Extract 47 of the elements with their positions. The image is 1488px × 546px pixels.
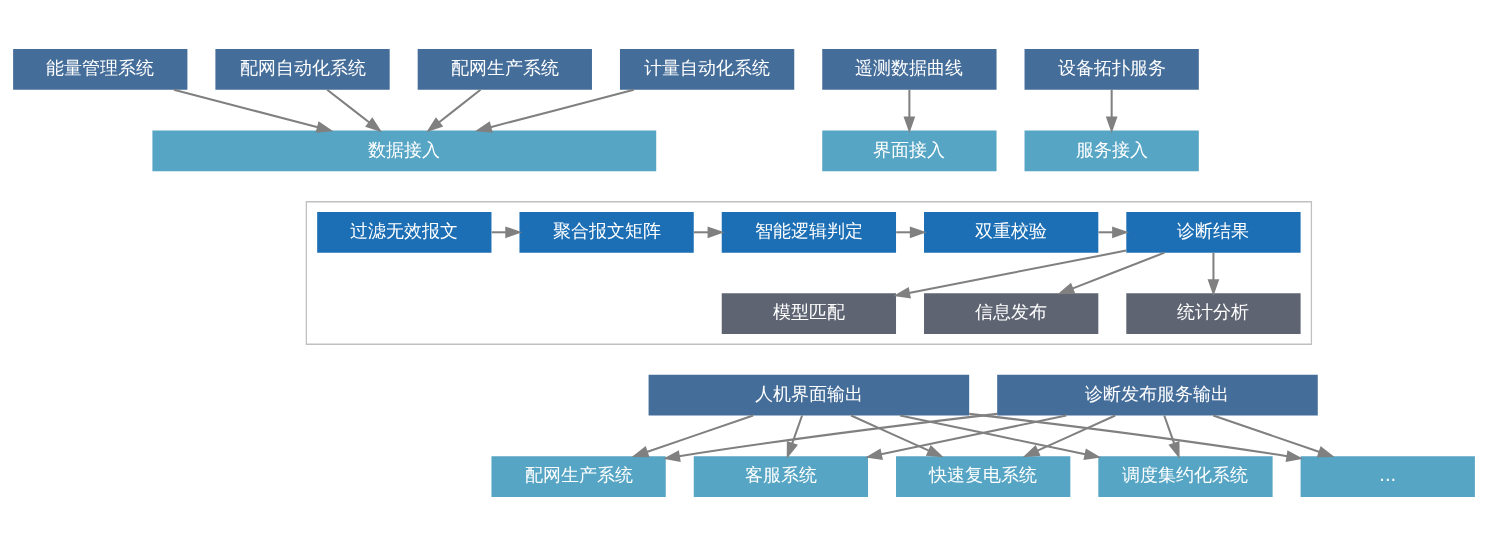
node-box: 过滤无效报文 [317,211,492,253]
node-box: 配网自动化系统 [215,49,390,90]
node-box: 设备拓扑服务 [1024,49,1199,90]
arrow [1212,414,1335,458]
arrow [899,414,1102,460]
arrow [693,226,725,239]
arrow [1207,252,1220,297]
arrow [173,88,334,133]
node-box: 聚合报文矩阵 [519,211,694,253]
arrow [475,88,635,133]
node-box: 配网生产系统 [417,49,592,90]
node-box: 模型匹配 [721,293,897,335]
node-box: 数据接入 [152,130,657,172]
node-box: 能量管理系统 [13,49,188,90]
arrow [1098,226,1129,239]
arrow [903,89,916,134]
arrow [850,414,944,458]
node-box: 客服系统 [693,456,869,497]
arrow [865,414,1067,460]
node-box: 服务接入 [1024,130,1199,172]
cluster [305,201,1313,345]
node-box: 统计分析 [1126,293,1301,335]
node-box: 计量自动化系统 [619,49,795,90]
arrow [426,89,482,133]
arrow [326,89,382,133]
node-box: 快速复电系统 [896,456,1071,497]
arrow [969,412,1304,462]
arrow [1057,251,1165,295]
arrow [1163,415,1180,459]
arrow [663,412,998,462]
node-box: 人机界面输出 [648,374,970,416]
node-box: 配网生产系统 [491,456,666,497]
node-box: 遥测数据曲线 [822,49,997,90]
arrow [1022,414,1116,458]
arrow [786,415,804,459]
arrow [893,249,1127,299]
node-box: 诊断发布服务输出 [997,374,1318,416]
node-box: 信息发布 [924,293,1099,335]
node-box: 智能逻辑判定 [721,211,897,253]
arrow [1105,89,1118,134]
node-box: 诊断结果 [1126,211,1301,253]
node-box: ... [1300,456,1475,497]
node-box: 界面接入 [822,130,997,172]
arrow [896,226,927,239]
arrow [631,414,754,458]
node-box: 双重校验 [924,211,1099,253]
node-box: 调度集约化系统 [1098,456,1273,497]
